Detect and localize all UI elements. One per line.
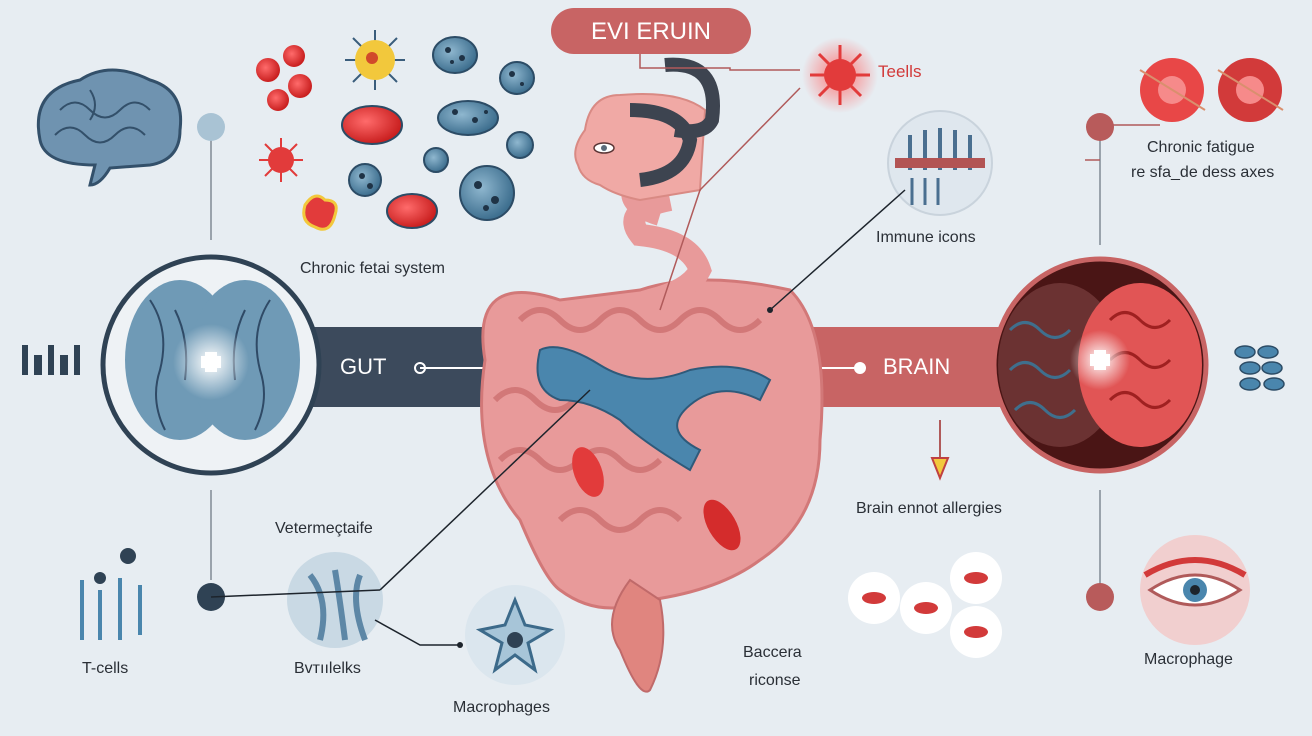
chronic-system-label: Chronic fetai system — [300, 260, 445, 277]
brain-label: BRAIN — [883, 354, 951, 379]
vetermectaife-label: Vetermeçtaife — [275, 520, 373, 537]
lymph-node-icon — [100, 254, 322, 476]
blood-cell-cluster-icon — [1234, 345, 1285, 391]
bactera-label: Baccera — [743, 644, 802, 661]
chronic-fatigue-label: Chronic fatigue — [1147, 139, 1255, 156]
immune-cells-icon — [887, 110, 993, 216]
eye-icon — [1140, 535, 1250, 645]
human-head-icon — [574, 57, 720, 202]
top-right-cells-label: Teells — [878, 62, 922, 81]
t-cells-icon — [22, 345, 80, 375]
brain-allergies-label: Brain ennot allergies — [856, 500, 1002, 517]
arrow-icon — [930, 420, 950, 481]
inflamed-cell-icon — [259, 105, 438, 231]
blood-cell-cluster-icon — [848, 552, 1002, 658]
t-cells-label: T-cells — [82, 660, 129, 677]
macrophage-icon — [465, 585, 565, 685]
inflamed-cell-icon — [1139, 58, 1284, 122]
gut-label: GUT — [340, 354, 387, 379]
dot-top-right — [1086, 113, 1114, 141]
dot-top-left — [197, 113, 225, 141]
inflamed-brain-icon — [991, 256, 1209, 474]
dot-bottom-right — [1086, 583, 1114, 611]
brain-icon — [36, 68, 183, 187]
intestine-icon — [480, 161, 824, 693]
immune-icons-label: Immune icons — [876, 229, 976, 246]
bactera-sub-label: riconse — [749, 672, 801, 689]
nerve-cell-icon — [287, 552, 383, 648]
connector-lines — [210, 140, 1101, 585]
inflamed-cell-icon — [802, 37, 878, 113]
chronic-fatigue-sub-label: re sfa_de dess axes — [1131, 164, 1275, 181]
title-pill — [551, 8, 751, 54]
virus-icon — [345, 30, 405, 90]
macrophages-label: Macrophages — [453, 699, 550, 716]
t-cells-icon — [80, 548, 142, 640]
bvtiulelks-label: Bvтıılelks — [294, 660, 361, 677]
macrophage-label: Macrophage — [1144, 651, 1233, 668]
bacteria-icon — [348, 36, 535, 221]
red-blood-cells-icon — [256, 45, 312, 111]
page-title: EVI ERUIN — [590, 18, 712, 45]
